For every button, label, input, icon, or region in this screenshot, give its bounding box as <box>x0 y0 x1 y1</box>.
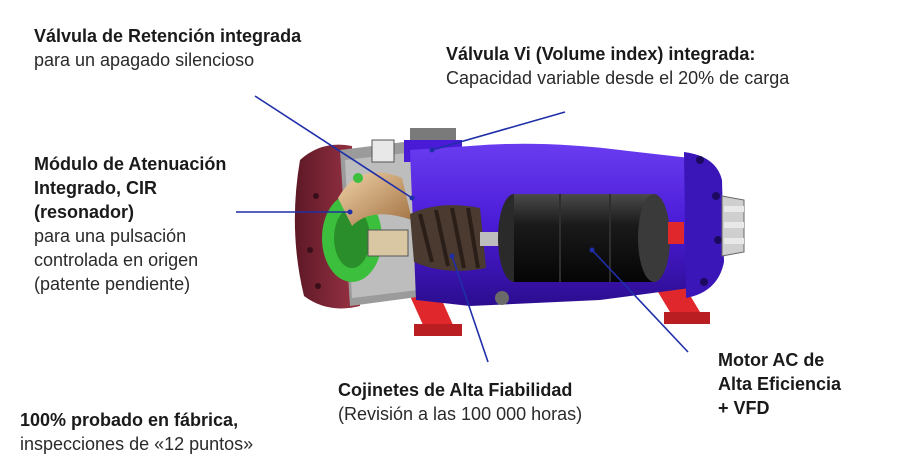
label-attenuation: Módulo de Atenuación Integrado, CIR (res… <box>34 152 226 296</box>
foot-right-base <box>664 312 710 324</box>
tested-subtitle: inspecciones de «12 puntos» <box>20 434 254 454</box>
motor-title-3: + VFD <box>718 398 770 418</box>
attenuation-subtitle-1: para una pulsación <box>34 226 187 246</box>
label-vi-valve: Válvula Vi (Volume index) integrada: Cap… <box>446 42 789 90</box>
motor-stator <box>498 194 684 282</box>
motor-title-1: Motor AC de <box>718 350 825 370</box>
label-factory-tested: 100% probado en fábrica, inspecciones de… <box>20 408 253 456</box>
foot-left-base <box>414 324 462 336</box>
leader-motor <box>591 249 689 353</box>
attenuation-title-2: Integrado, CIR <box>34 178 158 198</box>
attenuation-module-body <box>322 139 425 306</box>
leader-endpoints <box>347 147 595 259</box>
label-bearings: Cojinetes de Alta Fiabilidad (Revisión a… <box>338 378 582 426</box>
leader-vi-valve <box>431 111 566 151</box>
attenuation-title-1: Módulo de Atenuación <box>34 154 227 174</box>
vi-valve-title: Válvula Vi (Volume index) integrada: <box>446 44 756 64</box>
leader-lines <box>236 95 689 363</box>
motor-title-2: Alta Eficiencia <box>718 374 842 394</box>
tested-title: 100% probado en fábrica, <box>20 410 239 430</box>
check-valve-subtitle: para un apagado silencioso <box>34 50 255 70</box>
attenuation-subtitle-3: (patente pendiente) <box>34 274 191 294</box>
bearings-title: Cojinetes de Alta Fiabilidad <box>338 380 573 400</box>
mounting-feet <box>410 282 710 336</box>
attenuation-subtitle-2: controlada en origen <box>34 250 199 270</box>
check-valve-title: Válvula de Retención integrada <box>34 26 302 46</box>
bearings-subtitle: (Revisión a las 100 000 horas) <box>338 404 583 424</box>
label-check-valve: Válvula de Retención integrada para un a… <box>34 24 301 72</box>
leader-check-valve <box>254 95 413 199</box>
attenuation-title-3: (resonador) <box>34 202 135 222</box>
label-motor: Motor AC de Alta Eficiencia + VFD <box>718 348 841 420</box>
vi-valve-subtitle: Capacidad variable desde el 20% de carga <box>446 68 790 88</box>
leader-bearings <box>451 255 489 363</box>
